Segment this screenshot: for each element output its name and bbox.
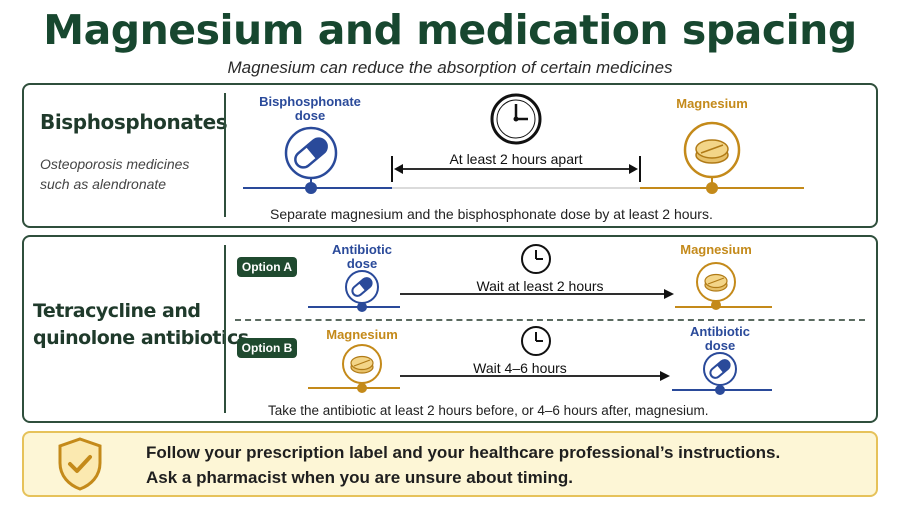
- clock-icon: [490, 93, 542, 145]
- antibiotics-panel: [22, 235, 878, 423]
- option-a-tag: Option A: [237, 257, 297, 277]
- tablet-icon: [683, 121, 741, 194]
- option-b-clock-icon: [521, 326, 551, 356]
- option-b-tag: Option B: [237, 338, 297, 358]
- antibiotics-heading-line2: quinolone antibiotics: [33, 327, 249, 349]
- option-b-arrow: [400, 371, 670, 381]
- option-a-wait-text: Wait at least 2 hours: [476, 278, 604, 294]
- shield-check-icon: [58, 437, 102, 491]
- panel2-divider: [224, 245, 226, 413]
- note-line2: Ask a pharmacist when you are unsure abo…: [146, 468, 573, 487]
- page-title: Magnesium and medication spacing: [43, 6, 857, 54]
- option-a-magnesium-label: Magnesium: [680, 242, 752, 257]
- option-b-magnesium-label: Magnesium: [326, 327, 398, 342]
- option-b-antibiotic-label: Antibiotic dose: [690, 324, 750, 353]
- option-a-antibiotic-label: Antibiotic dose: [332, 242, 392, 271]
- bisphosphonates-description: Osteoporosis medicines such as alendrona…: [40, 156, 190, 192]
- option-b-capsule-icon: [703, 352, 737, 395]
- bisphosphonate-dose-label: Bisphosphonate dose: [259, 94, 361, 123]
- option-a-clock-icon: [521, 244, 551, 274]
- note-line1: Follow your prescription label and your …: [146, 443, 781, 462]
- interval-arrow: [391, 156, 641, 182]
- instruction-note: [22, 431, 878, 497]
- interval-text: At least 2 hours apart: [449, 151, 583, 167]
- panel1-divider: [224, 93, 226, 217]
- antibiotics-heading-line1: Tetracycline and: [33, 300, 201, 322]
- antibiotics-caption: Take the antibiotic at least 2 hours bef…: [268, 403, 709, 418]
- option-a-arrow: [400, 289, 674, 299]
- capsule-icon: [284, 126, 338, 194]
- page-subtitle: Magnesium can reduce the absorption of c…: [227, 58, 673, 77]
- bisphosphonates-heading: Bisphosphonates: [40, 110, 228, 134]
- magnesium-label: Magnesium: [676, 96, 748, 111]
- note-text: Follow your prescription label and your …: [146, 440, 780, 490]
- options-separator: [235, 319, 865, 321]
- option-a-capsule-icon: [345, 270, 379, 312]
- antibiotics-heading: Tetracycline and quinolone antibiotics: [33, 298, 249, 352]
- option-a-tablet-icon: [696, 262, 736, 310]
- option-b-tablet-icon: [342, 344, 382, 393]
- bisphosphonates-caption: Separate magnesium and the bisphosphonat…: [270, 206, 713, 222]
- option-b-wait-text: Wait 4–6 hours: [473, 360, 567, 376]
